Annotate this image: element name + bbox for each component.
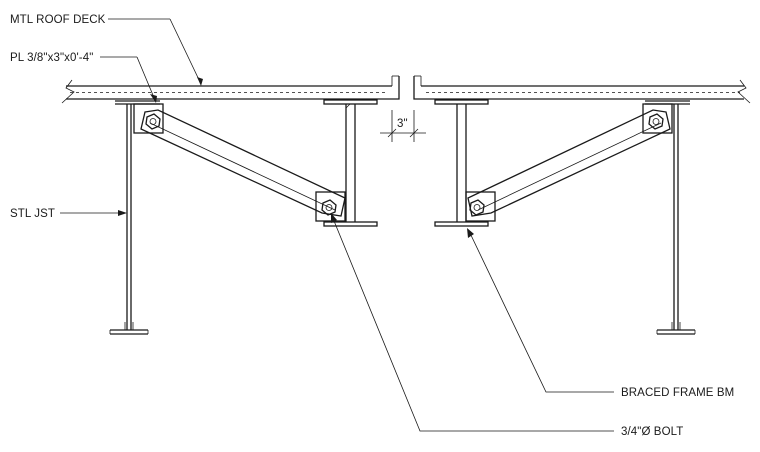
right-diagonal-brace <box>467 109 671 217</box>
bolt-label: 3/4"Ø BOLT <box>621 426 683 438</box>
left-bottom-plate <box>315 191 346 222</box>
joist-leader <box>60 210 127 216</box>
gap-dimension-label: 3" <box>397 118 408 130</box>
left-diagonal-brace <box>140 109 346 217</box>
joist-label: STL JST <box>10 208 55 220</box>
right-top-plate <box>642 103 673 134</box>
bolt-right-bottom <box>469 199 485 216</box>
bolt-left-bottom <box>321 199 337 216</box>
right-roof-deck <box>413 75 751 104</box>
left-roof-deck <box>61 75 400 104</box>
bolt-leader <box>331 213 614 432</box>
left-steel-joist <box>109 100 160 335</box>
right-steel-joist <box>645 100 696 335</box>
braced-beam-label: BRACED FRAME BM <box>621 387 734 399</box>
left-braced-frame-beam <box>323 99 378 227</box>
bolt-right-top <box>648 113 664 130</box>
gap-dimension: 3" <box>380 110 426 142</box>
roof-deck-label: MTL ROOF DECK <box>10 14 106 26</box>
bolt-left-top <box>145 113 161 130</box>
roof-deck-leader <box>108 18 203 86</box>
plate-label: PL 3/8"x3"x0'-4" <box>10 52 93 64</box>
braced-beam-leader <box>467 228 614 393</box>
plate-leader <box>100 56 157 103</box>
